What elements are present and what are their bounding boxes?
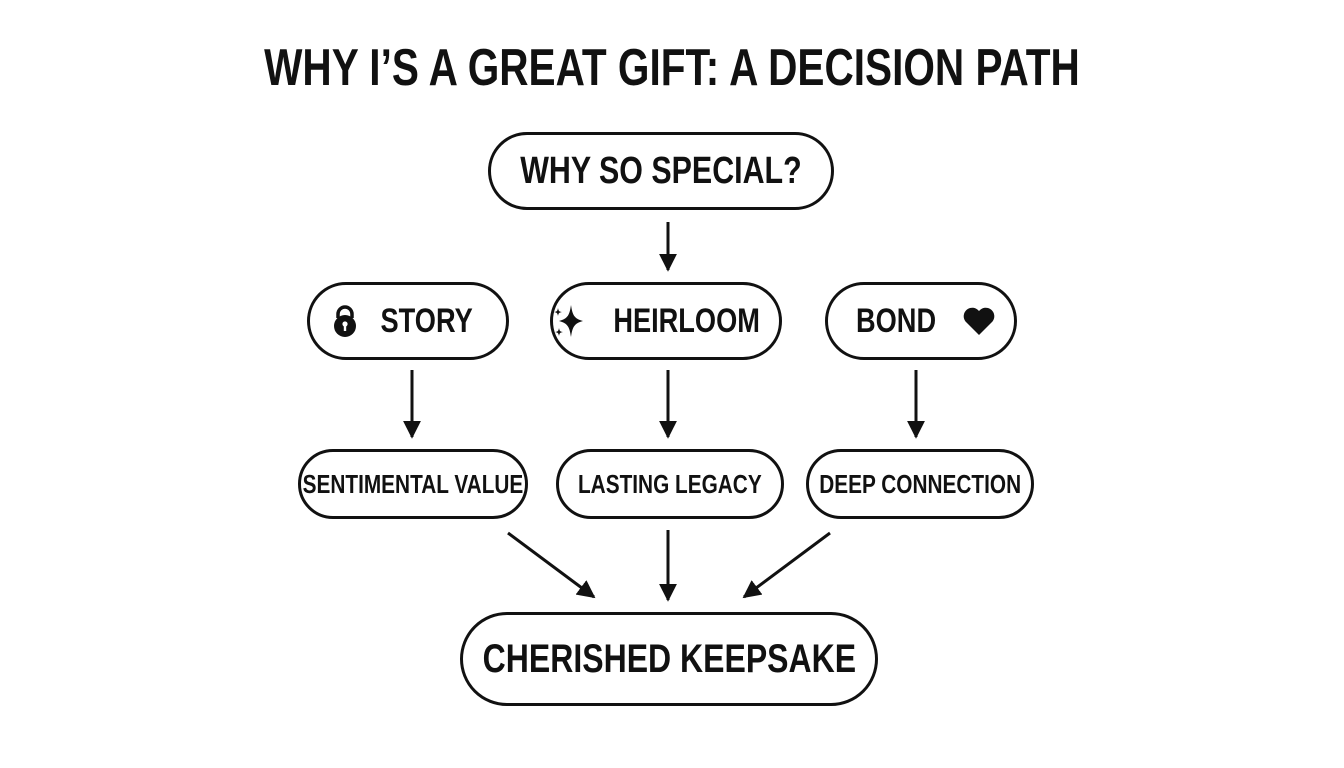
node-bond: BOND (825, 282, 1017, 360)
sparkle-icon (553, 302, 585, 340)
diagram-title: WHY I’S A GREAT GIFT: A DECISION PATH (264, 39, 1080, 97)
node-story: STORY (307, 282, 509, 360)
node-label: CHERISHED KEEPSAKE (482, 636, 856, 681)
node-deep-connection: DEEP CONNECTION (806, 449, 1034, 519)
node-heirloom: HEIRLOOM (550, 282, 782, 360)
node-label: DEEP CONNECTION (819, 468, 1021, 499)
node-label: STORY (380, 301, 474, 340)
node-label: BOND (855, 301, 937, 340)
node-cherished-keepsake: CHERISHED KEEPSAKE (460, 612, 878, 706)
padlock-icon (331, 304, 359, 338)
arrow-connection-to-keepsake (742, 531, 831, 599)
arrow-sentimental-to-keepsake (507, 531, 596, 599)
node-lasting-legacy: LASTING LEGACY (556, 449, 784, 519)
heart-icon (962, 306, 996, 336)
node-label: SENTIMENTAL VALUE (302, 468, 524, 499)
node-label: LASTING LEGACY (578, 468, 762, 499)
node-label: HEIRLOOM (613, 301, 761, 340)
node-label: WHY SO SPECIAL? (520, 149, 802, 192)
node-why-so-special: WHY SO SPECIAL? (488, 132, 834, 210)
node-sentimental-value: SENTIMENTAL VALUE (298, 449, 528, 519)
